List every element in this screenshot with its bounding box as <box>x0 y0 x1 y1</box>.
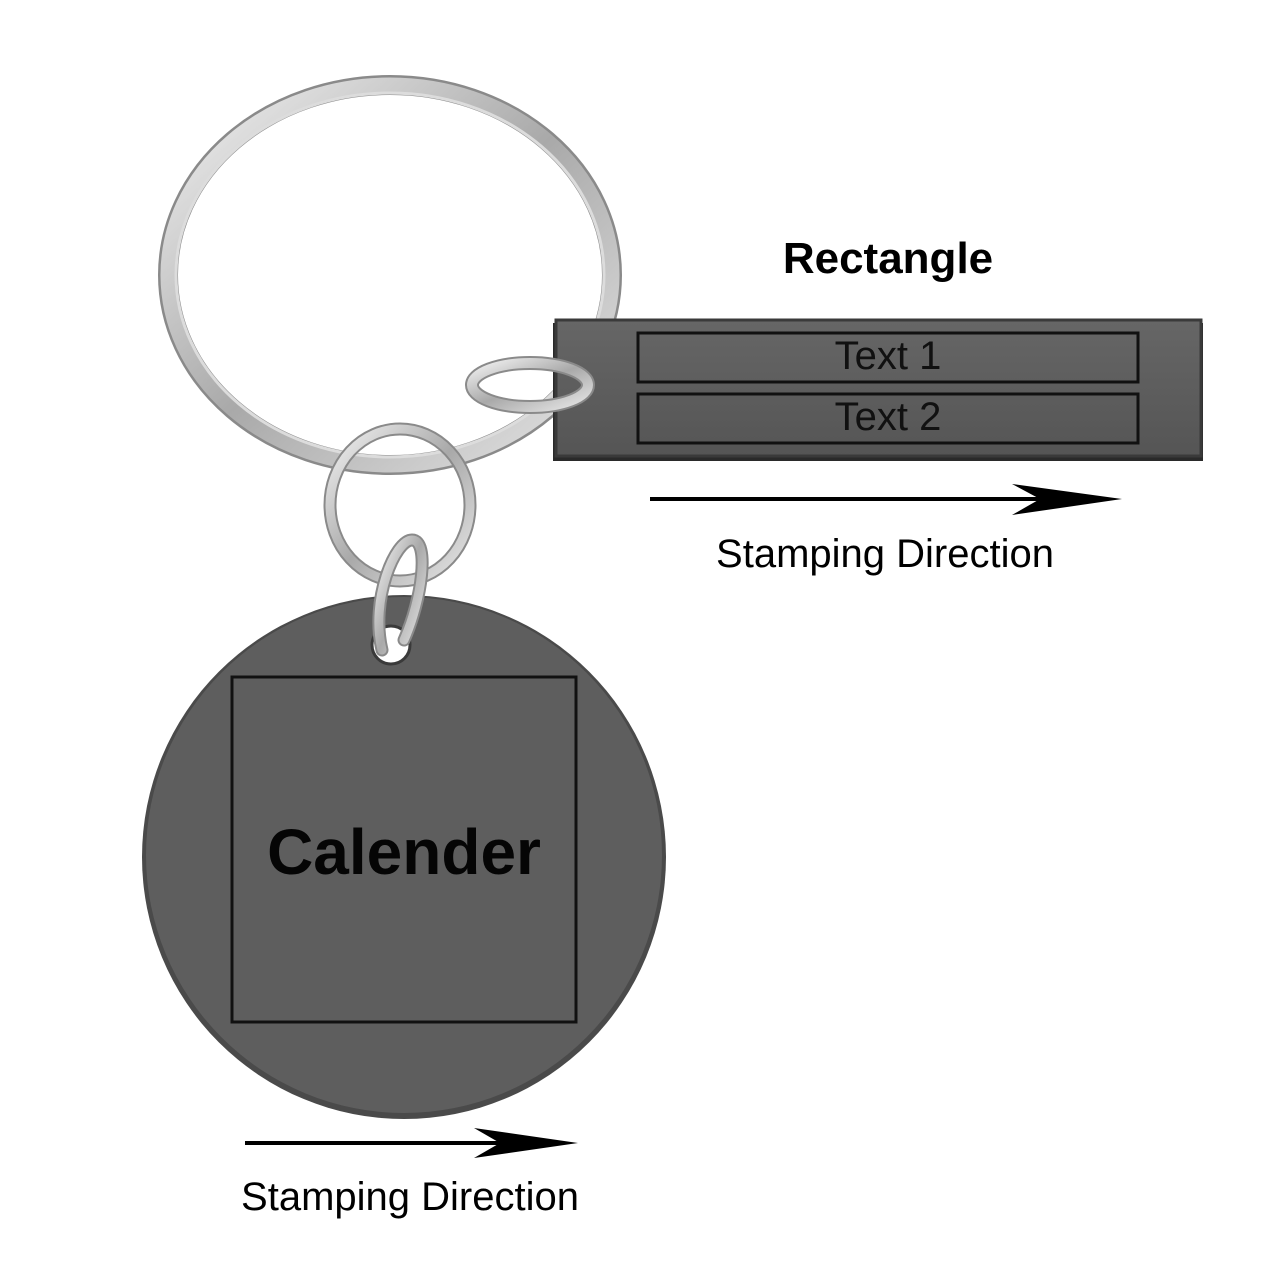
jump-ring-icon <box>323 422 477 588</box>
jump-ring-icon <box>465 356 595 414</box>
rectangle-stamping-direction-label: Stamping Direction <box>716 532 1054 576</box>
rectangle-title: Rectangle <box>782 234 994 283</box>
rectangle-text-2: Text 2 <box>834 395 942 439</box>
arrow-right-icon <box>245 1128 578 1158</box>
round-stamping-direction-label: Stamping Direction <box>241 1175 579 1219</box>
rectangle-tag <box>553 318 1203 461</box>
round-tag <box>142 595 666 1119</box>
text-field-1-box <box>636 331 1140 384</box>
key-ring-icon <box>158 75 622 475</box>
arrow-right-icon <box>650 484 1122 515</box>
text-field-2-box <box>636 392 1140 445</box>
rectangle-text-1: Text 1 <box>834 334 942 378</box>
calendar-box <box>230 675 578 1024</box>
connector-ring-icon <box>372 533 429 657</box>
round-tag-calendar-label: Calender <box>267 816 541 888</box>
